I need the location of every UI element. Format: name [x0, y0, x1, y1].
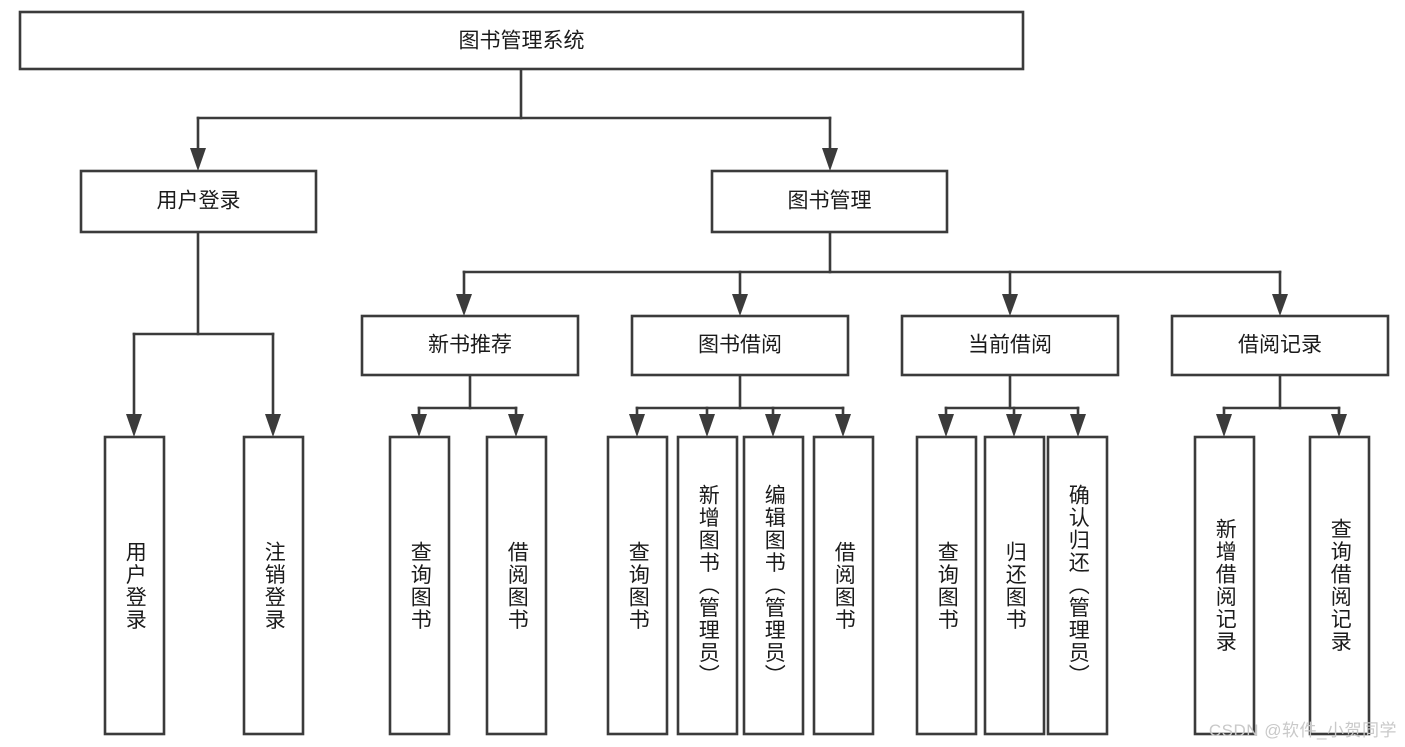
node-user-login[interactable]	[79, 169, 318, 234]
arrow-head-book-manage	[822, 148, 838, 171]
connector-layer	[126, 67, 1347, 437]
node-leaf-edit-book-admin[interactable]	[742, 435, 805, 736]
arrow-head-borrowrecord-leaf-1	[1216, 414, 1232, 437]
node-leaf-add-book-admin[interactable]	[676, 435, 739, 736]
node-leaf-query-book-current[interactable]	[915, 435, 978, 736]
node-leaf-user-login[interactable]	[103, 435, 166, 736]
arrow-head-bookborrow-leaf-4	[835, 414, 851, 437]
arrow-head-leaf-logout	[265, 414, 281, 437]
node-label-user-login: 用户登录	[157, 190, 241, 213]
arrow-head-borrow-record	[1272, 294, 1288, 316]
arrow-head-book-borrow	[732, 294, 748, 316]
arrow-head-borrowrecord-leaf-2	[1331, 414, 1347, 437]
arrow-head-currentborrow-leaf-2	[1006, 414, 1022, 437]
node-leaf-query-book-newrec[interactable]	[388, 435, 451, 736]
arrow-head-newbook-leaf-1	[411, 414, 427, 437]
watermark: CSDN @软件_小贺同学	[1208, 721, 1397, 740]
node-new-book-recommend[interactable]	[360, 314, 580, 377]
node-book-management[interactable]	[710, 169, 949, 234]
node-label-root: 图书管理系统	[459, 30, 585, 53]
node-leaf-add-borrow-record[interactable]	[1193, 435, 1256, 736]
node-leaf-query-book-borrow[interactable]	[606, 435, 669, 736]
node-current-borrow[interactable]	[900, 314, 1120, 377]
node-layer: 图书管理系统 用户登录 图书管理 新书推荐 图书借阅 当前借阅 借阅记录	[18, 10, 1390, 736]
arrow-head-leaf-user-login	[126, 414, 142, 437]
node-label-book-management: 图书管理	[788, 190, 872, 213]
node-leaf-borrow-book-newrec[interactable]	[485, 435, 548, 736]
node-book-borrow[interactable]	[630, 314, 850, 377]
node-label-borrow-record: 借阅记录	[1238, 334, 1322, 357]
arrow-head-new-book-rec	[456, 294, 472, 316]
node-leaf-query-borrow-record[interactable]	[1308, 435, 1371, 736]
arrow-head-currentborrow-leaf-3	[1070, 414, 1086, 437]
arrow-head-bookborrow-leaf-2	[699, 414, 715, 437]
node-leaf-return-book[interactable]	[983, 435, 1046, 736]
node-borrow-record[interactable]	[1170, 314, 1390, 377]
node-leaf-confirm-return-admin[interactable]	[1046, 435, 1109, 736]
arrow-head-user-login	[190, 148, 206, 171]
arrow-head-bookborrow-leaf-3	[765, 414, 781, 437]
arrow-head-bookborrow-leaf-1	[629, 414, 645, 437]
node-label-current-borrow: 当前借阅	[968, 334, 1052, 357]
node-leaf-logout[interactable]	[242, 435, 305, 736]
node-label-new-book-recommend: 新书推荐	[428, 334, 512, 357]
arrow-head-currentborrow-leaf-1	[938, 414, 954, 437]
node-label-book-borrow: 图书借阅	[698, 334, 782, 357]
node-book-management-system[interactable]	[18, 10, 1025, 71]
arrow-head-current-borrow	[1002, 294, 1018, 316]
node-leaf-borrow-book[interactable]	[812, 435, 875, 736]
arrow-head-newbook-leaf-2	[508, 414, 524, 437]
